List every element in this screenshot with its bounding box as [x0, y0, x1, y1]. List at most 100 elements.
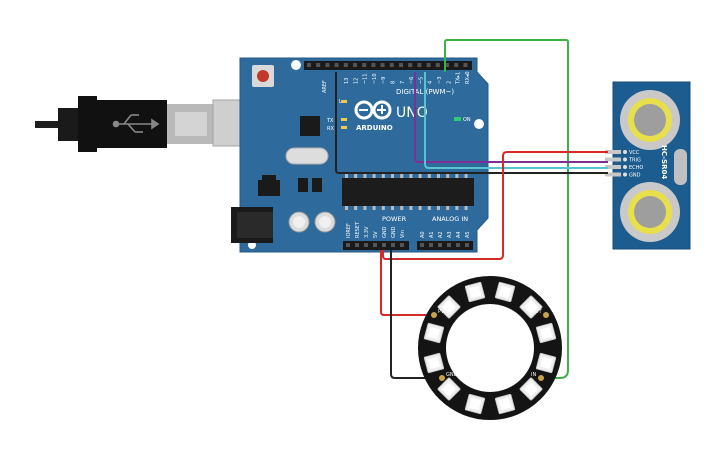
analog-pin-label: A5	[465, 231, 471, 238]
chip-leg	[437, 174, 440, 178]
chip-leg	[418, 174, 422, 178]
mount-hole	[474, 119, 484, 129]
led-pixel	[464, 281, 486, 303]
header-hole[interactable]	[380, 63, 385, 67]
header-hole[interactable]	[454, 63, 459, 67]
analog-header	[417, 241, 473, 250]
header-hole[interactable]	[316, 63, 321, 67]
sensor-pin[interactable]	[605, 157, 621, 162]
ring-pad-pwr	[431, 312, 437, 318]
sensor-pin-label: VCC	[629, 150, 640, 156]
header-hole[interactable]	[420, 243, 424, 247]
analog-pin-label: A1	[429, 231, 435, 238]
header-hole[interactable]	[465, 243, 469, 247]
digital-pin-label: TX▸1	[456, 72, 462, 85]
header-hole[interactable]	[346, 243, 350, 247]
smd-component	[298, 178, 308, 192]
rx-led-label: RX	[327, 126, 334, 132]
digital-pin-label: 8	[391, 81, 397, 84]
sensor-model-label: HC-SR04	[660, 145, 668, 179]
usb-cable	[35, 96, 251, 152]
ring-pixels	[423, 281, 557, 415]
usb-icon	[112, 114, 160, 133]
sensor-pin-label: TRIG	[628, 158, 641, 164]
sensor-pin-pad	[623, 172, 627, 177]
digital-header	[304, 61, 472, 70]
header-hole[interactable]	[389, 63, 394, 67]
power-pin-label: 3.3V	[364, 226, 370, 238]
header-hole[interactable]	[438, 243, 442, 247]
header-hole[interactable]	[362, 63, 367, 67]
chip-leg	[400, 206, 404, 210]
led-pixel	[535, 322, 557, 344]
header-hole[interactable]	[325, 63, 330, 67]
chip-leg	[391, 206, 394, 210]
led-pixel	[535, 352, 557, 374]
chip-leg	[464, 206, 468, 210]
transducer-mesh	[634, 196, 666, 228]
header-hole[interactable]	[399, 63, 403, 67]
header-hole[interactable]	[364, 243, 368, 247]
chip-leg	[363, 174, 367, 178]
usb-strain-relief	[58, 108, 78, 141]
ring-label-gnd: GND	[446, 372, 458, 378]
header-hole[interactable]	[456, 243, 460, 247]
l-led	[341, 100, 347, 103]
header-hole[interactable]	[373, 243, 377, 247]
ring-pad-gnd	[439, 375, 445, 381]
header-hole[interactable]	[391, 243, 395, 247]
sensor-pin[interactable]	[605, 150, 621, 154]
header-hole[interactable]	[435, 63, 440, 67]
chip-leg	[372, 206, 376, 210]
chip-leg	[381, 174, 385, 178]
header-hole[interactable]	[355, 243, 359, 247]
header-hole[interactable]	[371, 63, 376, 67]
capacitor-top	[319, 216, 331, 228]
header-hole[interactable]	[343, 63, 348, 67]
digital-pin-label: ~6	[409, 77, 415, 84]
neopixel-ring: PWR GND IN OUT	[418, 276, 562, 420]
header-hole[interactable]	[445, 63, 449, 67]
power-header-label: POWER	[382, 215, 407, 223]
mount-hole	[291, 60, 301, 70]
digital-header-holes	[307, 63, 468, 67]
ring-pad-out	[543, 312, 549, 318]
l-led-label: L	[339, 99, 342, 105]
header-hole[interactable]	[463, 63, 468, 67]
sensor-pin-pad	[623, 157, 627, 162]
header-hole[interactable]	[426, 63, 431, 67]
header-hole[interactable]	[417, 63, 422, 67]
sensor-crystal	[674, 149, 687, 185]
header-hole[interactable]	[447, 243, 451, 247]
chip-leg	[437, 206, 440, 210]
analog-header-holes	[420, 243, 469, 247]
led-pixel	[494, 393, 516, 415]
header-hole[interactable]	[429, 243, 433, 247]
chip-leg	[409, 206, 413, 210]
chip-leg	[455, 174, 459, 178]
header-hole[interactable]	[382, 243, 386, 247]
analog-pin-label: A4	[456, 231, 462, 238]
chip-leg	[409, 174, 413, 178]
chip-leg	[354, 174, 358, 178]
digital-pin-label: RX◂0	[465, 71, 471, 84]
arduino-logo	[354, 100, 392, 120]
sensor-pin[interactable]	[605, 165, 621, 169]
header-hole[interactable]	[307, 63, 311, 67]
sensor-pin[interactable]	[605, 172, 621, 177]
ring-pcb	[418, 276, 562, 420]
chip-leg	[427, 174, 431, 178]
header-hole[interactable]	[334, 63, 339, 67]
chip-leg	[345, 206, 348, 210]
header-hole[interactable]	[408, 63, 413, 67]
chip-leg	[455, 206, 459, 210]
wires	[335, 39, 608, 379]
power-header-holes	[346, 243, 404, 247]
header-hole[interactable]	[400, 243, 404, 247]
reset-button-cap[interactable]	[257, 70, 269, 82]
header-hole[interactable]	[353, 63, 357, 67]
